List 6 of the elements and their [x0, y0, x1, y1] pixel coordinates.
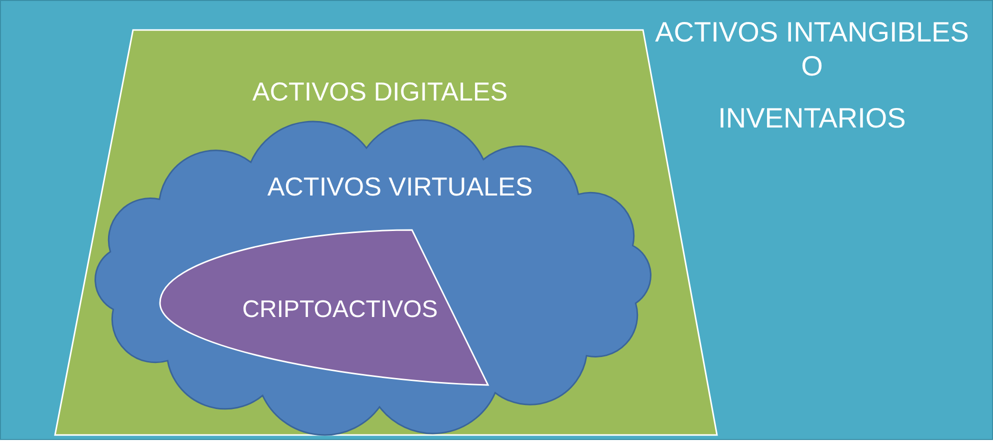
heading: ACTIVOS INTANGIBLES [655, 18, 969, 48]
wedge-label: CRIPTOACTIVOS [242, 296, 438, 324]
cloud-label: ACTIVOS VIRTUALES [267, 172, 533, 202]
heading: O [801, 52, 823, 82]
area-label: ACTIVOS DIGITALES [252, 78, 508, 106]
heading: INVENTARIOS [718, 104, 906, 134]
